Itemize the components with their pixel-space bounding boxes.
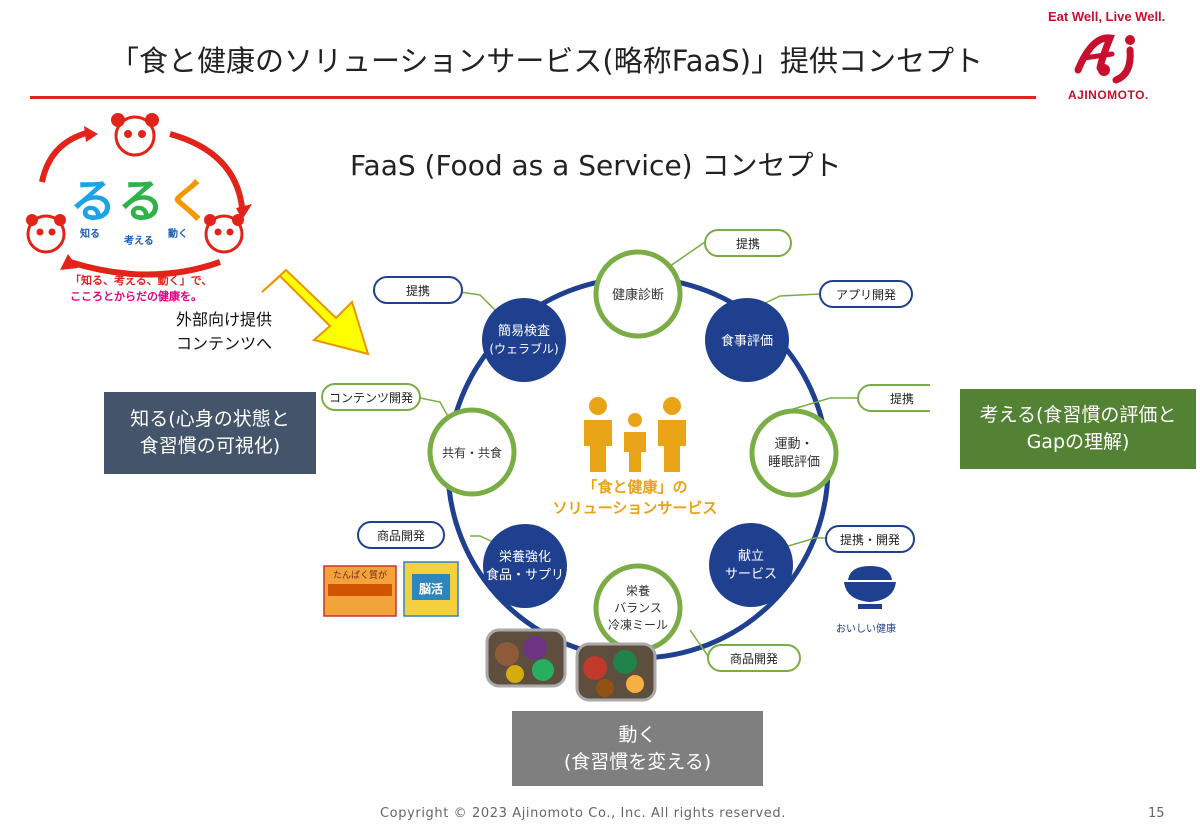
outside-content-label: 外部向け提供 コンテンツへ [176,308,272,356]
node-fortified-food: 栄養強化 食品・サプリ [483,524,567,608]
node-simple-test-line-2: (ウェラブル) [489,341,558,356]
think-box: 考える(食習慣の評価と Gapの理解) [960,389,1196,469]
tag-top-label: 提携 [736,236,760,251]
tag-right-label: 提携 [890,391,914,406]
act-line-2: (食習慣を変える) [563,750,712,773]
node-simple-test: 簡易検査 (ウェラブル) [482,298,566,382]
concept-heading: FaaS (Food as a Service) コンセプト [350,149,842,182]
panda-top-icon [111,113,159,157]
center-title-line-2: ソリューションサービス [553,499,718,517]
tag-top-left-label: 提携 [406,283,430,298]
tag-top: 提携 [704,229,792,257]
tag-left-label: コンテンツ開発 [329,391,413,405]
know-line-1: 知る(心身の状態と [130,408,290,430]
node-frozen-line-2: バランス [614,601,662,615]
center-title-line-1: 「食と健康」の [582,478,687,496]
node-simple-test-line-1: 簡易検査 [498,324,550,339]
tag-top-left: 提携 [373,276,463,304]
node-exercise-sleep: 運動・ 睡眠評価 [749,408,839,498]
brand-tagline: Eat Well, Live Well. [1048,9,1166,24]
node-frozen-line-1: 栄養 [626,583,650,598]
tag-bottom-right-label: 提携・開発 [840,532,900,547]
frozen-meal-image [485,628,657,702]
node-fortified-line-2: 食品・サプリ [486,567,564,583]
tag-bottom-left-label: 商品開発 [377,528,425,543]
know-line-2: 食習慣の可視化) [139,435,281,457]
panda-right-icon [204,214,244,254]
node-health-check-label: 健康診断 [612,287,664,303]
node-frozen-line-3: 冷凍ミール [608,618,668,632]
product-boxes-image: たんぱく質が 脳活 [323,561,459,617]
ruruku-slogan-2: こころとからだの健康を。 [70,289,202,303]
brand-name: AJINOMOTO. [1068,88,1149,102]
product-box-1-text: たんぱく質が [333,569,387,581]
product-box-2-text: 脳活 [419,581,443,596]
yellow-arrow-icon [261,268,370,356]
panda-left-icon [26,214,66,254]
node-fortified-line-1: 栄養強化 [499,549,551,565]
outside-label-line-1: 外部向け提供 [176,310,273,329]
node-exercise-sleep-line-2: 睡眠評価 [768,455,820,470]
node-health-check: 健康診断 [593,249,683,339]
ruruku-sub-act: 動く [168,227,188,240]
faas-diagram: 提携 アプリ開発 提携 提携・開発 商品開発 商品開発 コンテンツ開発 提携 健… [321,229,930,672]
ruruku-sub-think: 考える [124,234,154,247]
node-exercise-sleep-line-1: 運動・ [774,437,813,452]
act-box: 動く (食習慣を変える) [512,711,763,786]
ruruku-char-2: る [118,174,164,228]
ruruku-slogan-1: 「知る、考える、動く」で、 [70,273,212,287]
node-shared-meal-label: 共有・共食 [442,445,502,460]
outside-label-line-2: コンテンツへ [176,334,273,353]
tag-top-right-label: アプリ開発 [836,288,896,302]
rice-bowl-icon [844,566,896,609]
title-rule [30,96,1036,99]
know-box: 知る(心身の状態と 食習慣の可視化) [104,392,316,474]
think-line-2: Gapの理解) [1026,431,1130,453]
node-menu-line-2: サービス [725,567,777,582]
tag-right: 提携 [857,384,930,412]
tag-top-right: アプリ開発 [819,280,913,308]
tag-left: コンテンツ開発 [321,383,421,411]
ruruku-char-3: く [166,174,212,228]
footer-copyright: Copyright © 2023 Ajinomoto Co., Inc. All… [380,806,786,821]
ruruku-logo: る る く 知る 考える 動く 「知る、考える、動く」で、 こころとからだの健康… [26,113,252,303]
node-shared-meal: 共有・共食 [427,407,517,497]
tag-bottom: 商品開発 [707,644,801,672]
node-frozen-meal: 栄養 バランス 冷凍ミール [593,563,683,653]
tag-bottom-right: 提携・開発 [825,525,915,553]
family-icon [584,397,686,472]
ruruku-char-1: る [70,174,116,228]
tag-bottom-label: 商品開発 [730,651,778,666]
node-menu-line-1: 献立 [738,549,764,564]
slide-title: 「食と健康のソリューションサービス(略称FaaS)」提供コンセプト [110,44,984,78]
rice-bowl-caption: おいしい健康 [836,624,896,635]
node-meal-eval-label: 食事評価 [721,333,773,349]
ruruku-sub-know: 知る [79,227,100,240]
tag-bottom-left: 商品開発 [357,521,445,549]
node-meal-eval: 食事評価 [705,298,789,382]
think-line-1: 考える(食習慣の評価と [979,404,1177,426]
page-number: 15 [1148,806,1165,821]
node-menu-service: 献立 サービス [709,523,793,607]
act-line-1: 動く [618,723,657,746]
ajinomoto-logo-mark [1074,34,1135,84]
